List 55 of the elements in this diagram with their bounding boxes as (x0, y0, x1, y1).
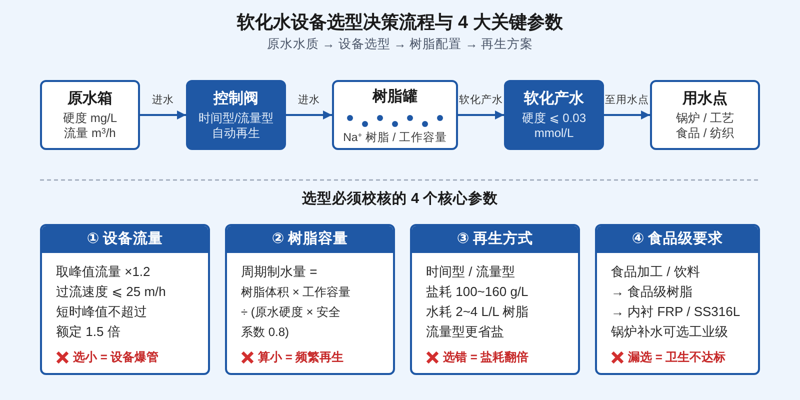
tank-box (332, 80, 458, 150)
card-text: 流量型更省盐 (426, 323, 504, 341)
title: 软化水设备选型决策流程与 4 大关键参数 (237, 11, 563, 34)
card-text: 水耗 2~4 L/L 树脂 (426, 303, 528, 321)
arrow (140, 110, 186, 120)
box-title: 树脂罐 (372, 87, 418, 107)
process-box (40, 80, 140, 150)
parameter-card (410, 224, 580, 375)
box-text: 锅炉 / 工艺 (676, 111, 734, 126)
card-text: 取峰值流量 ×1.2 (56, 263, 150, 281)
parameter-card (595, 224, 760, 375)
warning-text: 算小 = 频繁再生 (258, 349, 344, 365)
card-header: ② 树脂容量 (227, 226, 393, 253)
card-text: 盐耗 100~160 g/L (426, 283, 528, 301)
edge-label: 至用水点 (604, 93, 650, 107)
card-text: 周期制水量 = (241, 263, 318, 281)
subtitle: 原水水质 → 设备选型 → 树脂配置 → 再生方案 (266, 36, 534, 53)
card-text: → 内衬 FRP / SS316L (611, 303, 740, 321)
box-text: 硬度 mg/L (62, 111, 117, 126)
card-text: 锅炉补水可选工业级 (611, 323, 728, 341)
card-header: ① 设备流量 (42, 226, 208, 253)
arrow (286, 110, 332, 120)
arrow (604, 110, 650, 120)
edge-label: 进水 (297, 93, 321, 107)
box-title: 用水点 (682, 89, 728, 109)
card-header: ③ 再生方式 (412, 226, 578, 253)
box-text: 自动再生 (212, 126, 260, 141)
warning-text: 漏选 = 卫生不达标 (628, 349, 726, 365)
warning-text: 选小 = 设备爆管 (73, 349, 159, 365)
process-box (504, 80, 604, 150)
warning-text: 选错 = 盐耗翻倍 (443, 349, 529, 365)
card-text: → 食品级树脂 (611, 283, 693, 301)
box-title: 控制阀 (214, 89, 258, 109)
card-text: ÷ (原水硬度 × 安全系数 0.8) (241, 304, 342, 341)
process-box (186, 80, 286, 150)
card-header: ④ 食品级要求 (597, 226, 758, 253)
box-text: Na$^{+}$ 树脂 / 工作容量 (343, 131, 447, 146)
box-title: 软化产水 (524, 89, 584, 109)
card-text: 树脂体积 × 工作容量 (241, 284, 351, 301)
box-text: 时间型/流量型 (198, 111, 274, 126)
box-text: 食品 / 纺织 (676, 126, 734, 141)
box-title: 原水箱 (68, 89, 112, 109)
card-text: 短时峰值不超过额定 1.5 倍 (56, 303, 148, 341)
card-text: 食品加工 / 饮料 (611, 263, 700, 281)
card-text: 时间型 / 流量型 (426, 263, 515, 281)
arrow (458, 110, 504, 120)
card-text: 过流速度 ⩽ 25 m/h (56, 283, 166, 301)
parameter-card (225, 224, 395, 375)
process-box (650, 80, 760, 150)
box-text: 硬度 ⩽ 0.03 mmol/L (520, 111, 588, 141)
edge-label: 进水 (151, 93, 175, 107)
edge-label: 软化产水 (458, 93, 504, 107)
parameter-card (40, 224, 210, 375)
section-heading: 选型必须校核的 4 个核心参数 (302, 190, 498, 208)
box-text: 流量 m$^{3}$/h (64, 126, 116, 141)
